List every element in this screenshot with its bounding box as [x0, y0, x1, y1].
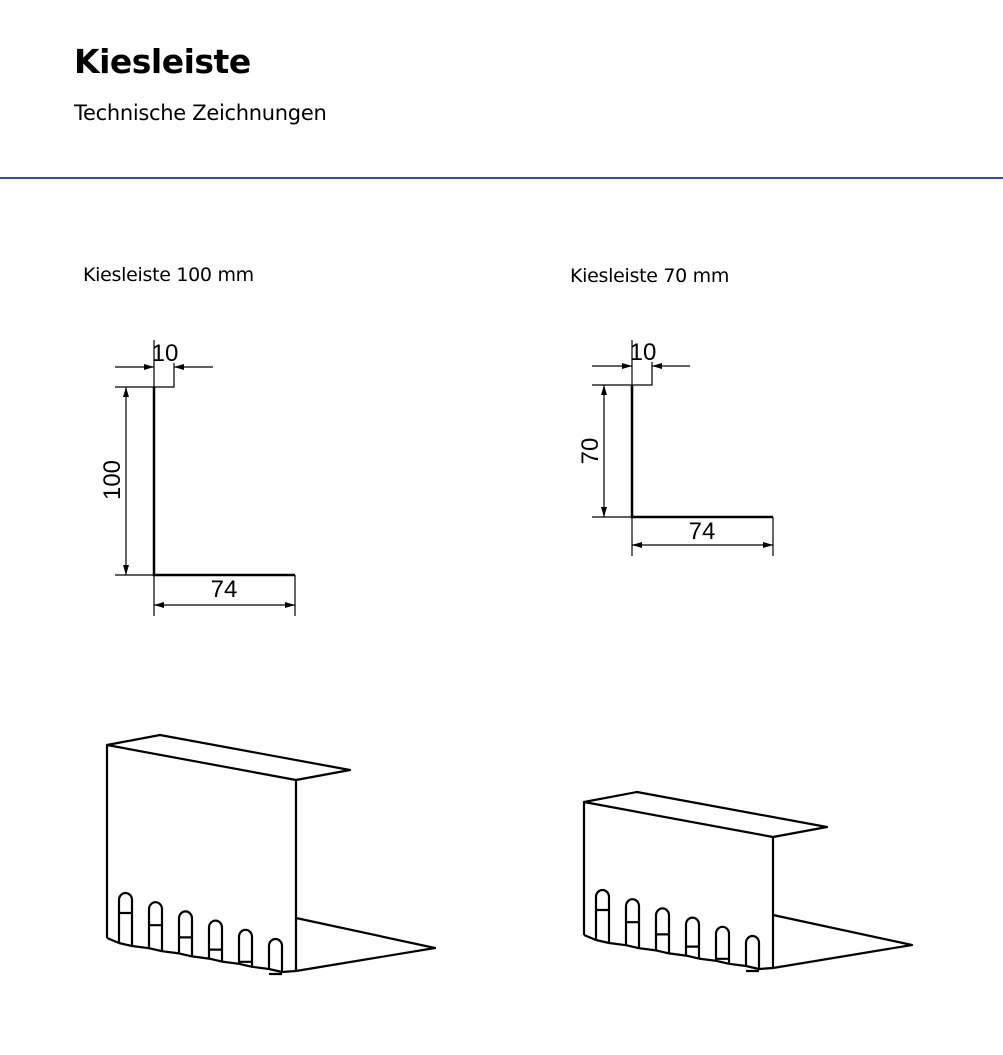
header-divider [0, 177, 1003, 179]
dim-label-height: 100 [99, 460, 126, 500]
bottom-flange [772, 913, 914, 970]
slot [744, 934, 761, 973]
slot [117, 891, 134, 946]
isometric-drawing-100 [105, 733, 437, 976]
caption-kiesleiste-100: Kiesleiste 100 mm [83, 264, 254, 286]
dim-label-top: 10 [152, 340, 179, 367]
page-title: Kiesleiste [74, 42, 251, 81]
top-flange [105, 733, 352, 782]
profile-drawing-100 [115, 340, 296, 616]
profile-drawing-70 [592, 340, 774, 556]
slot [714, 925, 731, 964]
bottom-edge [583, 933, 774, 971]
page-subtitle: Technische Zeichnungen [74, 101, 327, 125]
slot [684, 916, 701, 959]
bottom-flange [295, 916, 437, 973]
dim-label-width: 74 [689, 518, 716, 545]
dim-label-top: 10 [630, 339, 657, 366]
caption-kiesleiste-70: Kiesleiste 70 mm [570, 265, 730, 287]
slot [237, 928, 254, 967]
slot [267, 937, 284, 976]
bottom-edge [106, 936, 297, 974]
slot [207, 919, 224, 962]
slot [147, 901, 164, 952]
slot [624, 898, 641, 949]
slot [654, 907, 671, 954]
slot [177, 910, 194, 957]
isometric-drawing-70 [582, 790, 914, 973]
dim-label-width: 74 [211, 576, 238, 603]
slot [594, 888, 611, 943]
dim-label-height: 70 [577, 438, 604, 465]
top-flange [582, 790, 829, 839]
